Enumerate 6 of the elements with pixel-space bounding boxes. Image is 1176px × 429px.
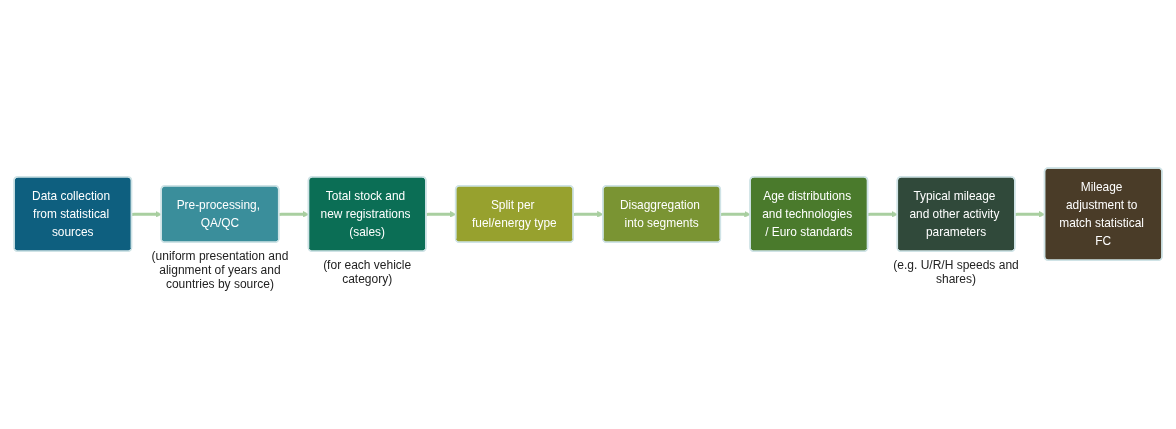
arrow: [867, 211, 898, 218]
node-caption: (e.g. U/R/H speeds and shares): [892, 257, 1020, 286]
arrow: [131, 211, 162, 218]
arrow: [720, 211, 751, 218]
node-caption: (for each vehicle category): [322, 257, 413, 286]
node-caption: (uniform presentation and alignment of years and countries by source): [151, 248, 289, 291]
